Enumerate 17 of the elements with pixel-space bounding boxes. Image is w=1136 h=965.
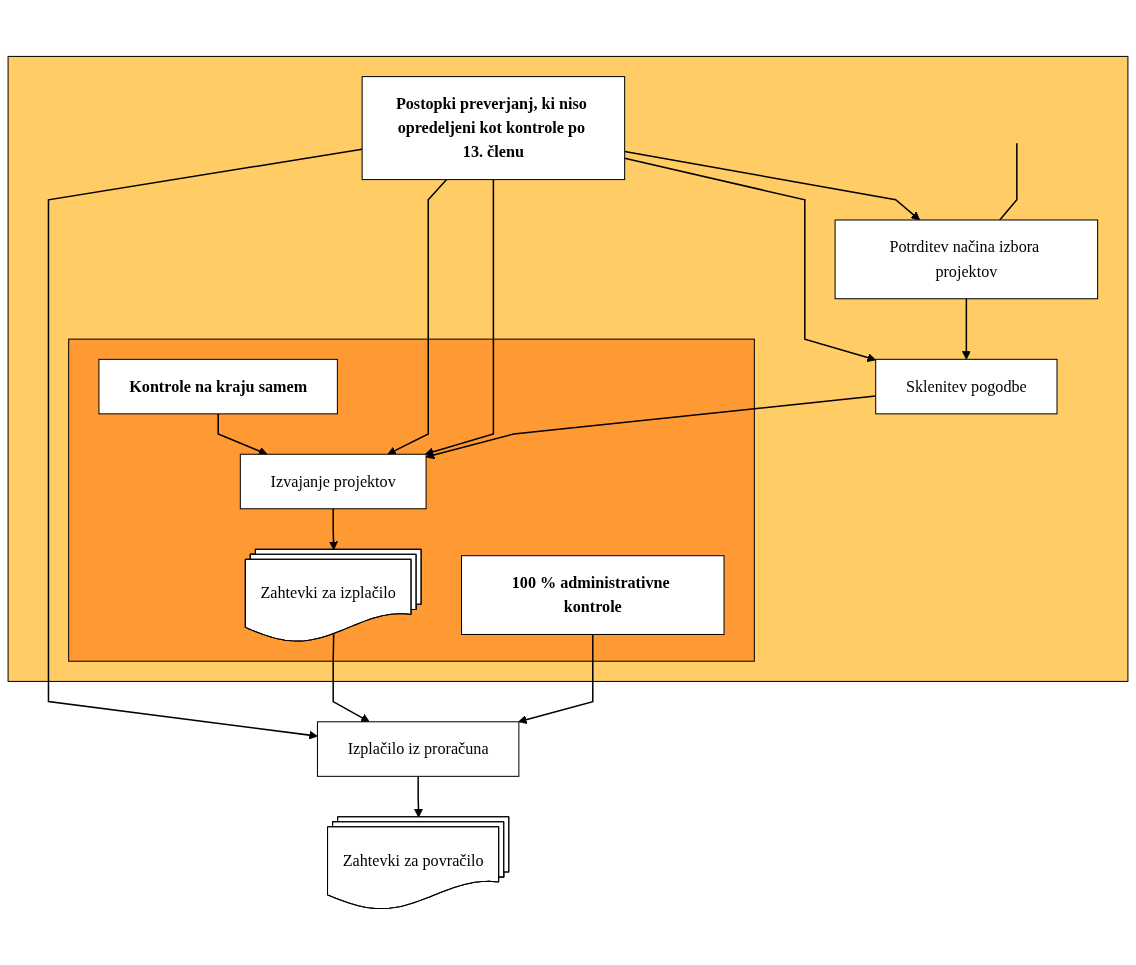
node-box: Postopki preverjanj, ki niso opredeljeni kot kontrole po 13. členu bbox=[361, 76, 626, 181]
connector bbox=[999, 142, 1018, 221]
arrow bbox=[961, 298, 971, 360]
node-box: Potrditev načina izbora projektov bbox=[834, 219, 1099, 300]
arrow bbox=[387, 178, 448, 455]
arrow bbox=[217, 413, 268, 456]
cluster bbox=[68, 338, 755, 662]
cluster bbox=[7, 55, 1129, 682]
node-box: Izplačilo iz proračuna bbox=[316, 721, 520, 777]
node-box: Kontrole na kraju samem bbox=[98, 358, 338, 415]
arrow bbox=[332, 633, 370, 723]
arrow bbox=[424, 178, 495, 457]
arrow bbox=[518, 633, 594, 724]
arrow bbox=[47, 148, 363, 740]
node-box: 100 % administrativne kontrole bbox=[461, 555, 725, 635]
node-box: Izvajanje projektov bbox=[239, 453, 427, 510]
node-box: Sklenitev pogodbe bbox=[875, 358, 1058, 415]
